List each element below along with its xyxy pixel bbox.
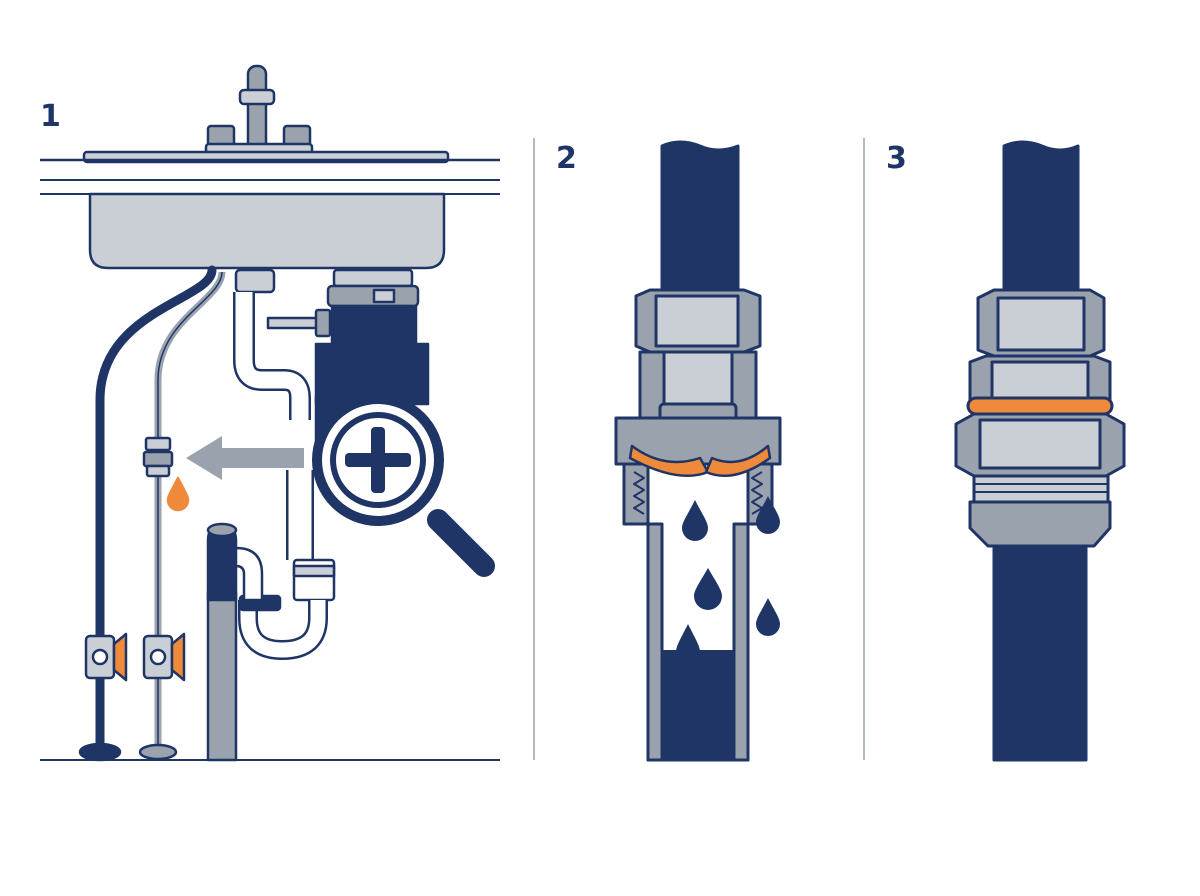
panel-3-number: 3 [886,141,907,176]
cracked-ferrule-right [704,444,772,478]
threaded-sleeve [968,474,1112,548]
cold-shutoff-valve [138,632,186,761]
hot-shutoff-valve [78,632,128,762]
upper-pipe [660,140,740,298]
wall-drain-stub [206,522,264,762]
leak-drop-icon [166,476,190,512]
panel-2-number: 2 [556,141,577,176]
cold-line-fitting [142,436,174,478]
panel-3-repaired-fitting [954,140,1126,762]
countertop [40,150,500,195]
panel-1-under-sink [40,64,500,762]
lower-nut-repaired [954,412,1126,478]
lower-pipe-repaired [992,544,1088,762]
hot-supply-line [95,265,217,750]
magnifier-plus-icon [312,394,495,577]
upper-pipe-repaired [1002,140,1080,298]
drain-pipe [233,268,336,660]
compression-nut-repaired [976,288,1106,358]
new-o-ring [966,396,1114,416]
faucet [204,64,314,158]
panel-2-leaking-fitting [614,140,782,762]
water-drop-icon [676,496,780,664]
arrow-left-icon [186,436,304,480]
sink-basin [88,192,446,270]
panel-1-number: 1 [40,99,61,134]
fitting-body [614,350,782,466]
compression-nut [634,288,762,354]
